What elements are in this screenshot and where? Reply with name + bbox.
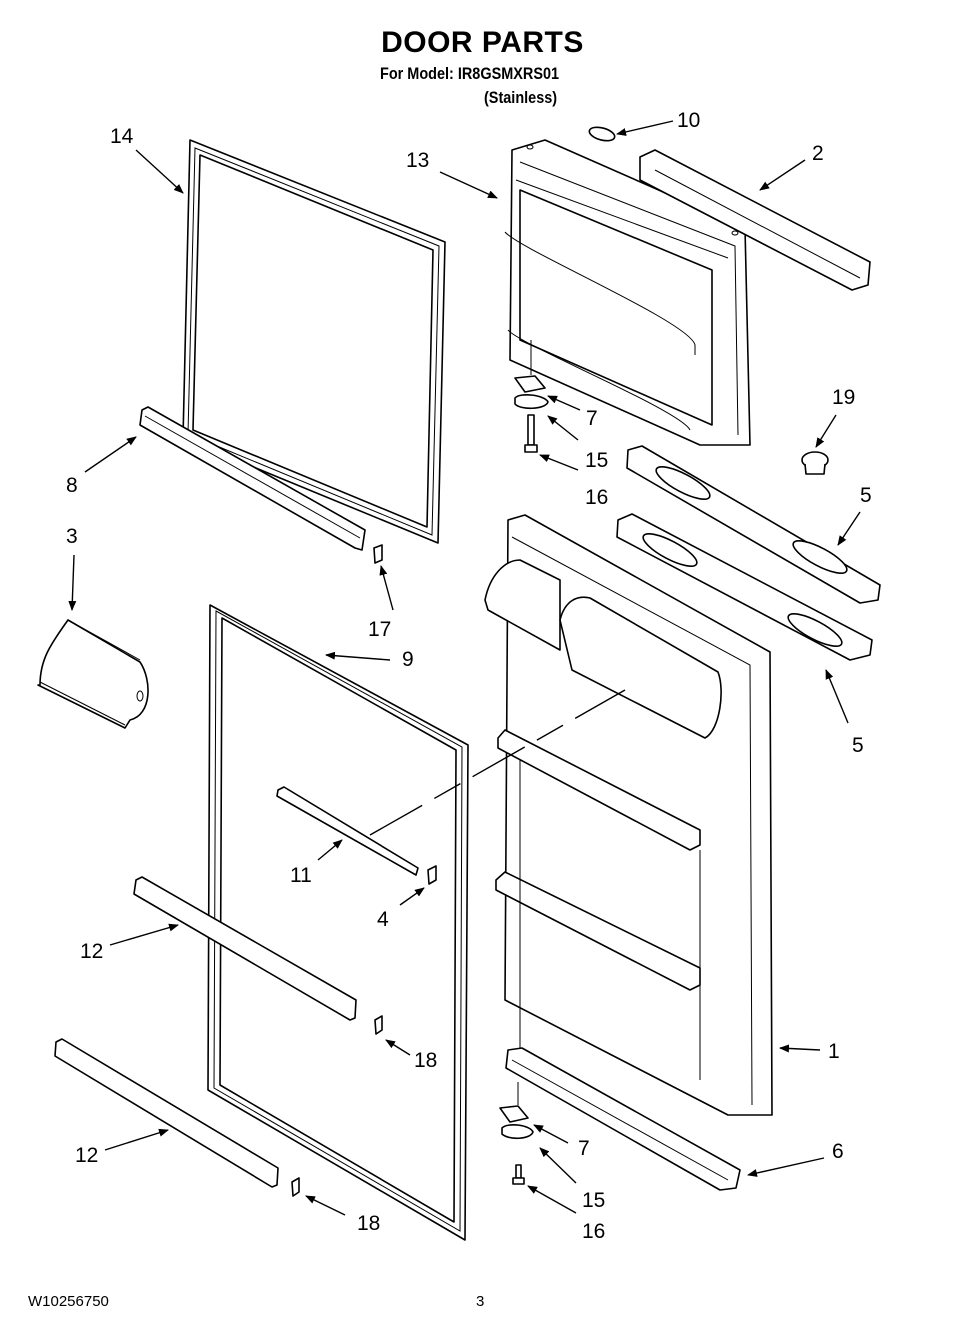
callout-18-lower[interactable]: 18 xyxy=(357,1212,380,1235)
model-variant: (Stainless) xyxy=(484,88,558,107)
part-button-plug[interactable] xyxy=(801,451,829,475)
callout-16-lower[interactable]: 16 xyxy=(582,1220,605,1243)
callout-15-upper[interactable]: 15 xyxy=(585,449,608,472)
part-shelf-retainer[interactable] xyxy=(276,786,419,876)
callout-6[interactable]: 6 xyxy=(832,1140,844,1163)
callout-14[interactable]: 14 xyxy=(110,125,134,148)
part-freezer-door-assembly[interactable] xyxy=(504,139,751,446)
callout-15-lower[interactable]: 15 xyxy=(582,1189,605,1212)
part-freezer-door-gasket[interactable] xyxy=(182,139,446,544)
part-hinge-assembly-lower[interactable] xyxy=(499,1082,534,1185)
part-hinge-assembly-upper[interactable] xyxy=(514,340,549,453)
callout-13[interactable]: 13 xyxy=(406,149,429,172)
callout-12-lower[interactable]: 12 xyxy=(75,1144,98,1167)
part-freezer-door-trim-top[interactable] xyxy=(639,149,871,291)
page-number: 3 xyxy=(476,1293,485,1310)
part-end-cap-freezer[interactable] xyxy=(373,544,383,564)
callout-5-upper[interactable]: 5 xyxy=(860,484,872,507)
callout-3[interactable]: 3 xyxy=(66,525,78,548)
callout-9[interactable]: 9 xyxy=(402,648,414,671)
leader-lines xyxy=(68,120,861,1216)
part-fresh-food-door-assembly[interactable] xyxy=(484,514,773,1116)
callout-10[interactable]: 10 xyxy=(677,109,700,132)
document-number: W10256750 xyxy=(28,1293,109,1310)
part-door-shelf-retainer-lower[interactable] xyxy=(54,1038,279,1188)
part-plug[interactable] xyxy=(588,125,616,143)
callout-12-upper[interactable]: 12 xyxy=(80,940,103,963)
part-dairy-door[interactable] xyxy=(37,619,149,729)
callout-5-lower[interactable]: 5 xyxy=(852,734,864,757)
callout-16-upper[interactable]: 16 xyxy=(585,486,608,509)
part-handle-lower[interactable] xyxy=(616,513,873,661)
part-freezer-shelf-retainer[interactable] xyxy=(139,406,366,551)
callout-11[interactable]: 11 xyxy=(290,864,312,887)
part-fresh-food-door-gasket[interactable] xyxy=(207,604,469,1241)
callout-17[interactable]: 17 xyxy=(368,618,391,641)
part-end-cap-lower[interactable] xyxy=(291,1177,300,1197)
callout-4[interactable]: 4 xyxy=(377,908,389,931)
callout-19[interactable]: 19 xyxy=(832,386,855,409)
part-fresh-food-door-trim-bottom[interactable] xyxy=(505,1047,741,1191)
model-number: For Model: IR8GSMXRS01 xyxy=(380,64,560,83)
callout-18-upper[interactable]: 18 xyxy=(414,1049,437,1072)
callout-7-upper[interactable]: 7 xyxy=(586,407,598,430)
callout-2[interactable]: 2 xyxy=(812,142,824,165)
part-handle-upper[interactable] xyxy=(626,445,881,604)
page-title: DOOR PARTS xyxy=(381,26,584,59)
part-end-cap[interactable] xyxy=(427,865,437,885)
part-end-cap-upper[interactable] xyxy=(374,1015,383,1035)
callout-7-lower[interactable]: 7 xyxy=(578,1137,590,1160)
assembly-line xyxy=(369,689,626,836)
callout-8[interactable]: 8 xyxy=(66,474,78,497)
callout-labels: 14 13 10 2 7 15 16 19 8 17 5 5 3 9 11 4 … xyxy=(66,109,872,1243)
part-door-shelf-retainer-upper[interactable] xyxy=(133,876,357,1021)
callout-1[interactable]: 1 xyxy=(828,1040,840,1063)
